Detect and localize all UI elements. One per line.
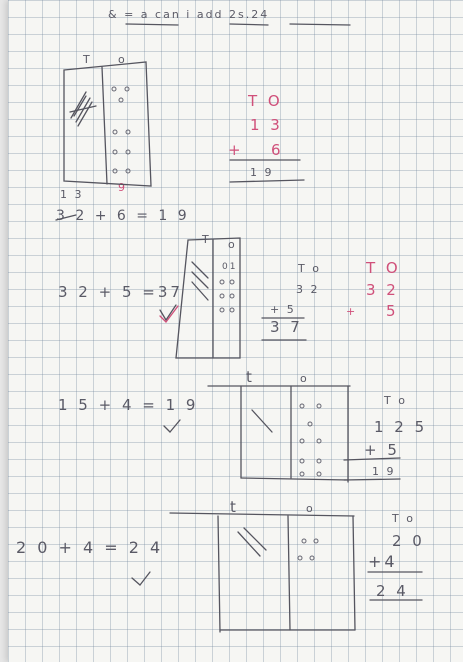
handwritten-strokes	[8, 0, 463, 662]
graph-paper-page: & = a can i add 2s.24 T o 1 3 9 3 2 + 6 …	[8, 0, 463, 662]
